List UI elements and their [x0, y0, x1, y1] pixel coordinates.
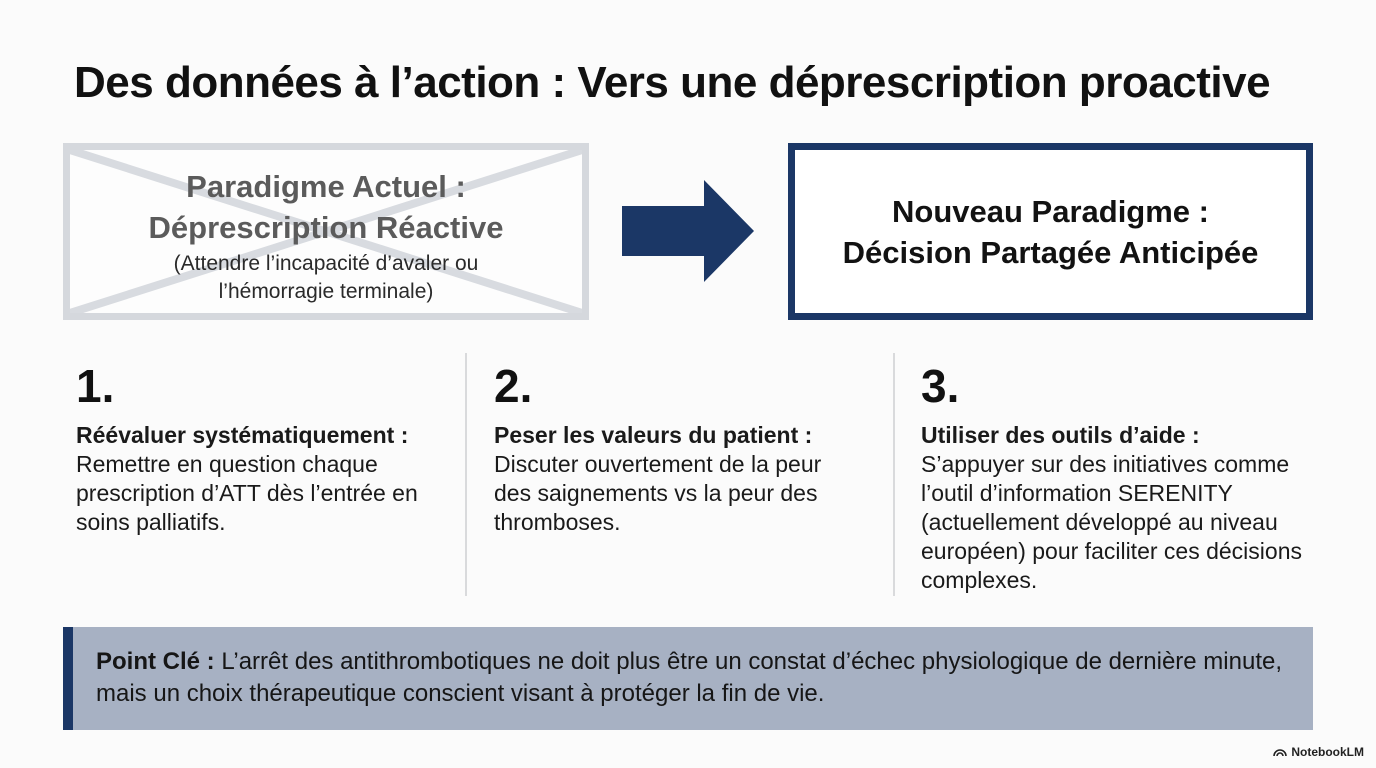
slide-title: Des données à l’action : Vers une dépres… [74, 58, 1271, 107]
new-paradigm-box: Nouveau Paradigme : Décision Partagée An… [788, 143, 1313, 320]
old-paradigm-sub-1: (Attendre l’incapacité d’avaler ou [173, 252, 479, 275]
key-point-text: Point Clé : L’arrêt des antithrombotique… [96, 646, 1296, 710]
step-number: 1. [76, 360, 115, 412]
brand-label: NotebookLM [1291, 745, 1364, 759]
old-paradigm-heading-1: Paradigme Actuel : [186, 169, 466, 204]
step-text: S’appuyer sur des initiatives comme l’ou… [921, 451, 1302, 593]
arrow-right-icon [622, 180, 754, 282]
step-1: 1. Réévaluer systématiquement : Remettre… [76, 358, 446, 537]
step-number: 2. [494, 360, 533, 412]
step-title: Peser les valeurs du patient : [494, 422, 813, 448]
key-point-label: Point Clé : [96, 648, 215, 675]
old-paradigm-sub-2: l’hémorragie terminale) [218, 280, 434, 303]
column-divider [893, 353, 895, 596]
step-3: 3. Utiliser des outils d’aide : S’appuye… [921, 358, 1316, 595]
step-text: Discuter ouvertement de la peur des saig… [494, 451, 822, 535]
step-body: Réévaluer systématiquement : Remettre en… [76, 421, 446, 537]
brand-watermark: NotebookLM [1273, 745, 1364, 759]
old-paradigm-box: Paradigme Actuel : Déprescription Réacti… [63, 143, 589, 320]
step-title: Utiliser des outils d’aide : [921, 422, 1200, 448]
notebooklm-logo-icon [1273, 749, 1288, 757]
step-body: Utiliser des outils d’aide : S’appuyer s… [921, 421, 1316, 595]
cross-out-icon [70, 150, 582, 313]
new-paradigm-heading-2: Décision Partagée Anticipée [842, 234, 1259, 270]
new-paradigm-heading-1: Nouveau Paradigme : [892, 193, 1209, 229]
old-paradigm-heading-2: Déprescription Réactive [148, 210, 504, 245]
key-point-box: Point Clé : L’arrêt des antithrombotique… [63, 627, 1313, 730]
step-title: Réévaluer systématiquement : [76, 422, 409, 448]
step-number: 3. [921, 360, 960, 412]
step-2: 2. Peser les valeurs du patient : Discut… [494, 358, 864, 537]
step-text: Remettre en question chaque prescription… [76, 451, 418, 535]
step-body: Peser les valeurs du patient : Discuter … [494, 421, 864, 537]
column-divider [465, 353, 467, 596]
key-point-body: L’arrêt des antithrombotiques ne doit pl… [96, 648, 1283, 707]
